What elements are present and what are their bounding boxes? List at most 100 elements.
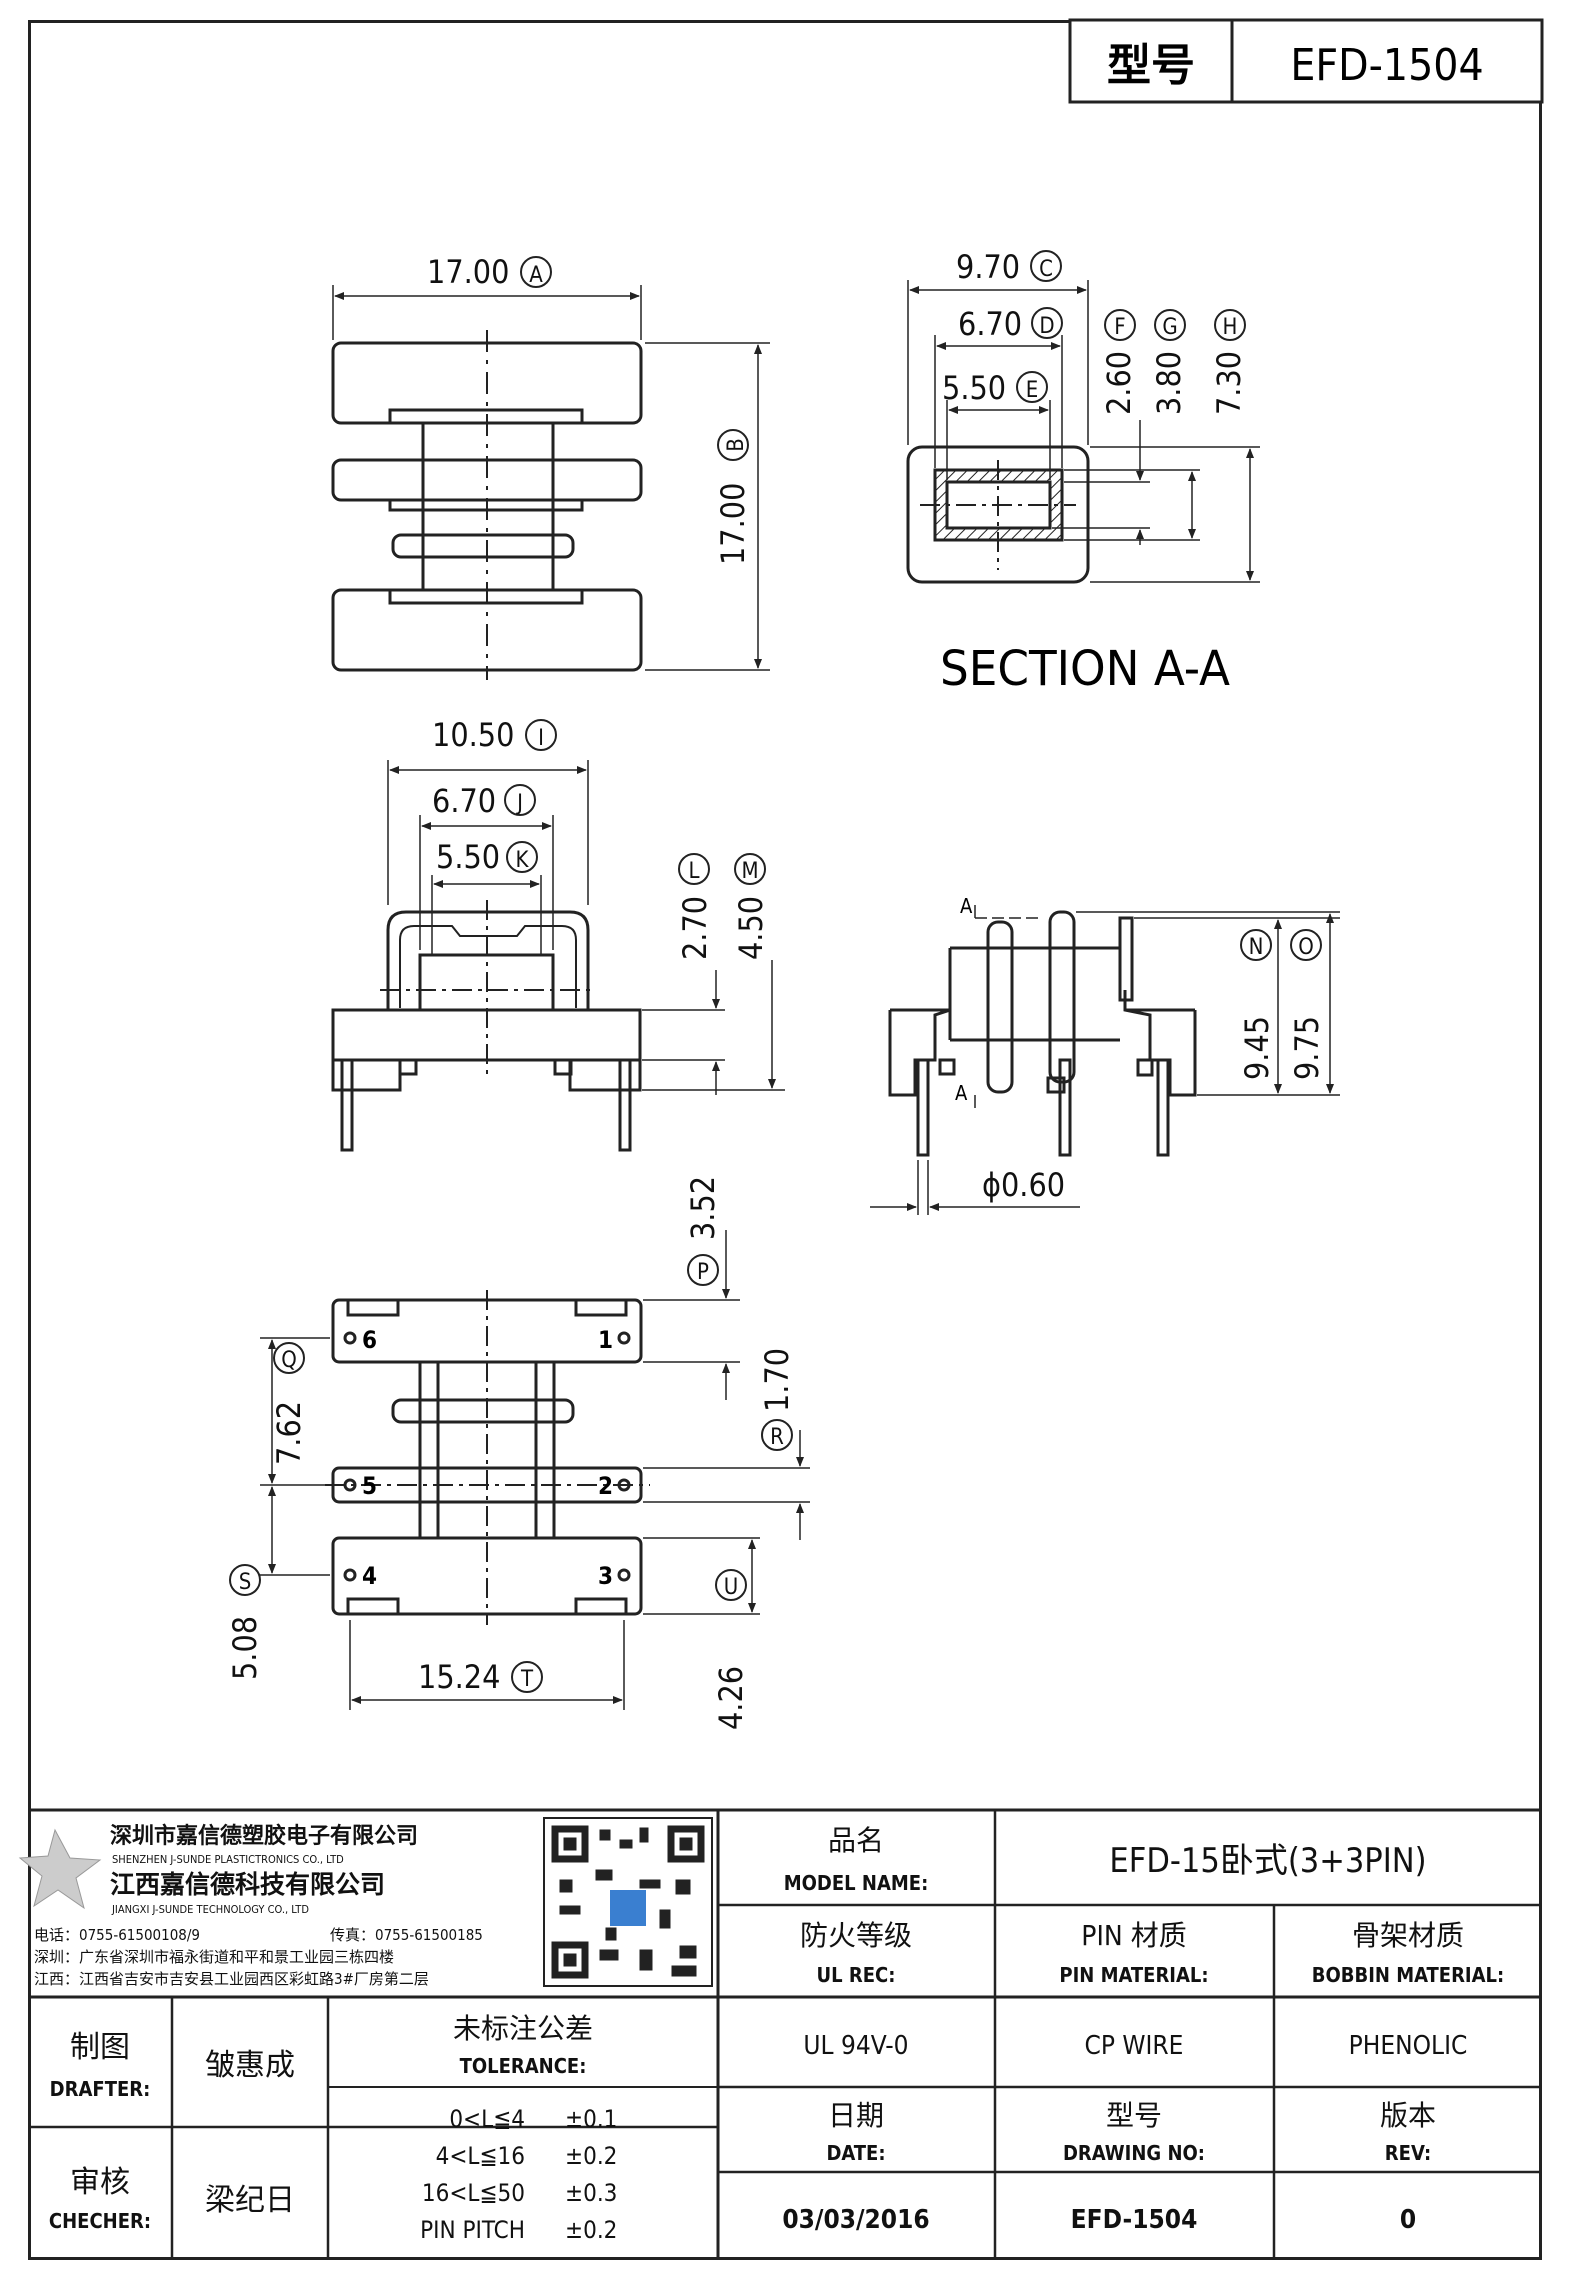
checker-value: 梁纪日 — [205, 2183, 295, 2218]
dim-E-letter: E — [1026, 378, 1039, 403]
bottom-view — [260, 1230, 810, 1710]
company-name-en-1: SHENZHEN J-SUNDE PLASTICTRONICS CO., LTD — [112, 1853, 344, 1866]
ul-rec-cn: 防火等级 — [800, 1919, 912, 1952]
header-block: 型号 EFD-1504 — [1068, 18, 1544, 104]
model-name-cn: 品名 — [828, 1824, 884, 1857]
dim-Q-value: 7.62 — [270, 1401, 308, 1465]
dim-R-letter: R — [770, 1425, 784, 1450]
rev-value: 0 — [1400, 2205, 1416, 2235]
qr-code-icon — [543, 1817, 713, 1987]
dim-M-letter: M — [741, 859, 758, 884]
title-block-fields: 品名 MODEL NAME: EFD-15卧式(3+3PIN) 防火等级 UL … — [49, 1824, 1504, 2235]
drawing-no-cn: 型号 — [1106, 2099, 1162, 2132]
tolerance-table: 0<L≦4 ±0.1 4<L≦16 ±0.2 16<L≦50 ±0.3 PIN … — [420, 2105, 617, 2244]
pin-material-en: PIN MATERIAL: — [1059, 1963, 1208, 1987]
dim-N-value: 9.45 — [1238, 1016, 1276, 1080]
dim-F-value: 2.60 — [1100, 351, 1138, 415]
section-mark-bottom: A — [955, 1081, 968, 1105]
tolerance-range-0: 0<L≦4 — [449, 2105, 525, 2133]
pin-numbers: 6 1 5 2 4 3 — [362, 1326, 613, 1590]
front-view — [331, 285, 770, 680]
dim-pin-diameter: ϕ0.60 — [982, 1166, 1065, 1204]
dim-C-letter: C — [1039, 257, 1053, 282]
dimension-labels: 17.00 A 17.00 B 9.70 C 6.70 D 5.50 E 2.6… — [226, 248, 1326, 1730]
company-name-cn-1: 深圳市嘉信德塑胶电子有限公司 — [110, 1823, 418, 1849]
pin-3: 3 — [598, 1562, 613, 1590]
dim-S-value: 5.08 — [226, 1616, 264, 1680]
company-name-cn-2: 江西嘉信德科技有限公司 — [110, 1870, 385, 1899]
pin-1: 1 — [598, 1326, 613, 1354]
dim-I-letter: I — [538, 726, 544, 751]
company-address-jiangxi: 江西：江西省吉安市吉安县工业园西区彩虹路3#厂房第二层 — [34, 1970, 429, 1988]
title-block — [18, 1808, 1542, 2260]
drafter-cn: 制图 — [70, 2030, 130, 2065]
rev-en: REV: — [1385, 2141, 1431, 2165]
date-value: 03/03/2016 — [782, 2205, 929, 2235]
tolerance-range-3: PIN PITCH — [420, 2216, 525, 2244]
pin-2: 2 — [598, 1472, 613, 1500]
ul-rec-en: UL REC: — [817, 1963, 896, 1987]
tolerance-value-0: ±0.1 — [565, 2105, 617, 2133]
dim-Q-letter: Q — [281, 1348, 297, 1373]
model-name-value: EFD-15卧式(3+3PIN) — [1109, 1841, 1426, 1881]
dim-L-letter: L — [688, 859, 699, 884]
dim-F-letter: F — [1114, 315, 1125, 340]
dim-O-value: 9.75 — [1288, 1016, 1326, 1080]
dim-D-letter: D — [1039, 314, 1054, 339]
section-view — [906, 280, 1260, 584]
dim-O-letter: O — [1298, 935, 1314, 960]
dim-L-value: 2.70 — [676, 896, 714, 960]
drafter-value: 皱惠成 — [205, 2048, 295, 2083]
bobbin-material-en: BOBBIN MATERIAL: — [1312, 1963, 1504, 1987]
dim-M-value: 4.50 — [732, 896, 770, 960]
dim-U-value: 4.26 — [712, 1666, 750, 1730]
company-info: 深圳市嘉信德塑胶电子有限公司 SHENZHEN J-SUNDE PLASTICT… — [34, 1823, 483, 1988]
pin-4: 4 — [362, 1562, 377, 1590]
tolerance-range-1: 4<L≦16 — [436, 2142, 525, 2170]
date-en: DATE: — [826, 2141, 885, 2165]
tolerance-value-2: ±0.3 — [565, 2179, 617, 2207]
side-view — [331, 760, 785, 1152]
date-cn: 日期 — [828, 2099, 884, 2132]
drafter-en: DRAFTER: — [50, 2077, 151, 2101]
tolerance-value-1: ±0.2 — [565, 2142, 617, 2170]
dim-H-value: 7.30 — [1210, 351, 1248, 415]
dim-T-value: 15.24 — [418, 1658, 500, 1696]
dim-K-letter: K — [516, 848, 530, 873]
dim-B-value: 17.00 — [714, 483, 752, 565]
tolerance-value-3: ±0.2 — [565, 2216, 617, 2244]
dim-A-letter: A — [529, 263, 543, 288]
dim-G-value: 3.80 — [1150, 351, 1188, 415]
drawing-sheet — [28, 20, 1542, 2260]
drawing-no-value: EFD-1504 — [1071, 2205, 1198, 2235]
dim-P-letter: P — [697, 1260, 709, 1285]
checker-cn: 审核 — [70, 2165, 130, 2200]
dim-N-letter: N — [1249, 935, 1264, 960]
company-phone: 电话：0755-61500108/9 — [34, 1926, 200, 1944]
tolerance-en: TOLERANCE: — [460, 2054, 587, 2078]
checker-en: CHECHER: — [49, 2209, 151, 2233]
section-mark-top: A — [960, 894, 973, 918]
model-name-en: MODEL NAME: — [784, 1871, 929, 1895]
drawing-no-en: DRAWING NO: — [1063, 2141, 1205, 2165]
dim-E-value: 5.50 — [942, 369, 1006, 407]
dim-J-value: 6.70 — [432, 782, 496, 820]
dim-U-letter: U — [724, 1575, 739, 1600]
bobbin-material-value: PHENOLIC — [1349, 2031, 1468, 2061]
company-address-shenzhen: 深圳：广东省深圳市福永街道和平和景工业园三栋四楼 — [34, 1948, 394, 1966]
pin-material-cn: PIN 材质 — [1081, 1919, 1186, 1952]
tolerance-cn: 未标注公差 — [453, 2012, 593, 2045]
dim-J-letter: J — [515, 791, 523, 816]
pin-6: 6 — [362, 1326, 377, 1354]
header-model-value: EFD-1504 — [1290, 40, 1483, 91]
bobbin-material-cn: 骨架材质 — [1352, 1919, 1464, 1952]
pin-5: 5 — [362, 1472, 377, 1500]
right-view — [870, 905, 1340, 1215]
tolerance-range-2: 16<L≦50 — [422, 2179, 525, 2207]
dim-P-value: 3.52 — [684, 1176, 722, 1240]
dim-S-letter: S — [239, 1570, 252, 1595]
dim-I-value: 10.50 — [432, 716, 514, 754]
pin-material-value: CP WIRE — [1085, 2031, 1184, 2061]
company-fax: 传真：0755-61500185 — [330, 1926, 483, 1944]
